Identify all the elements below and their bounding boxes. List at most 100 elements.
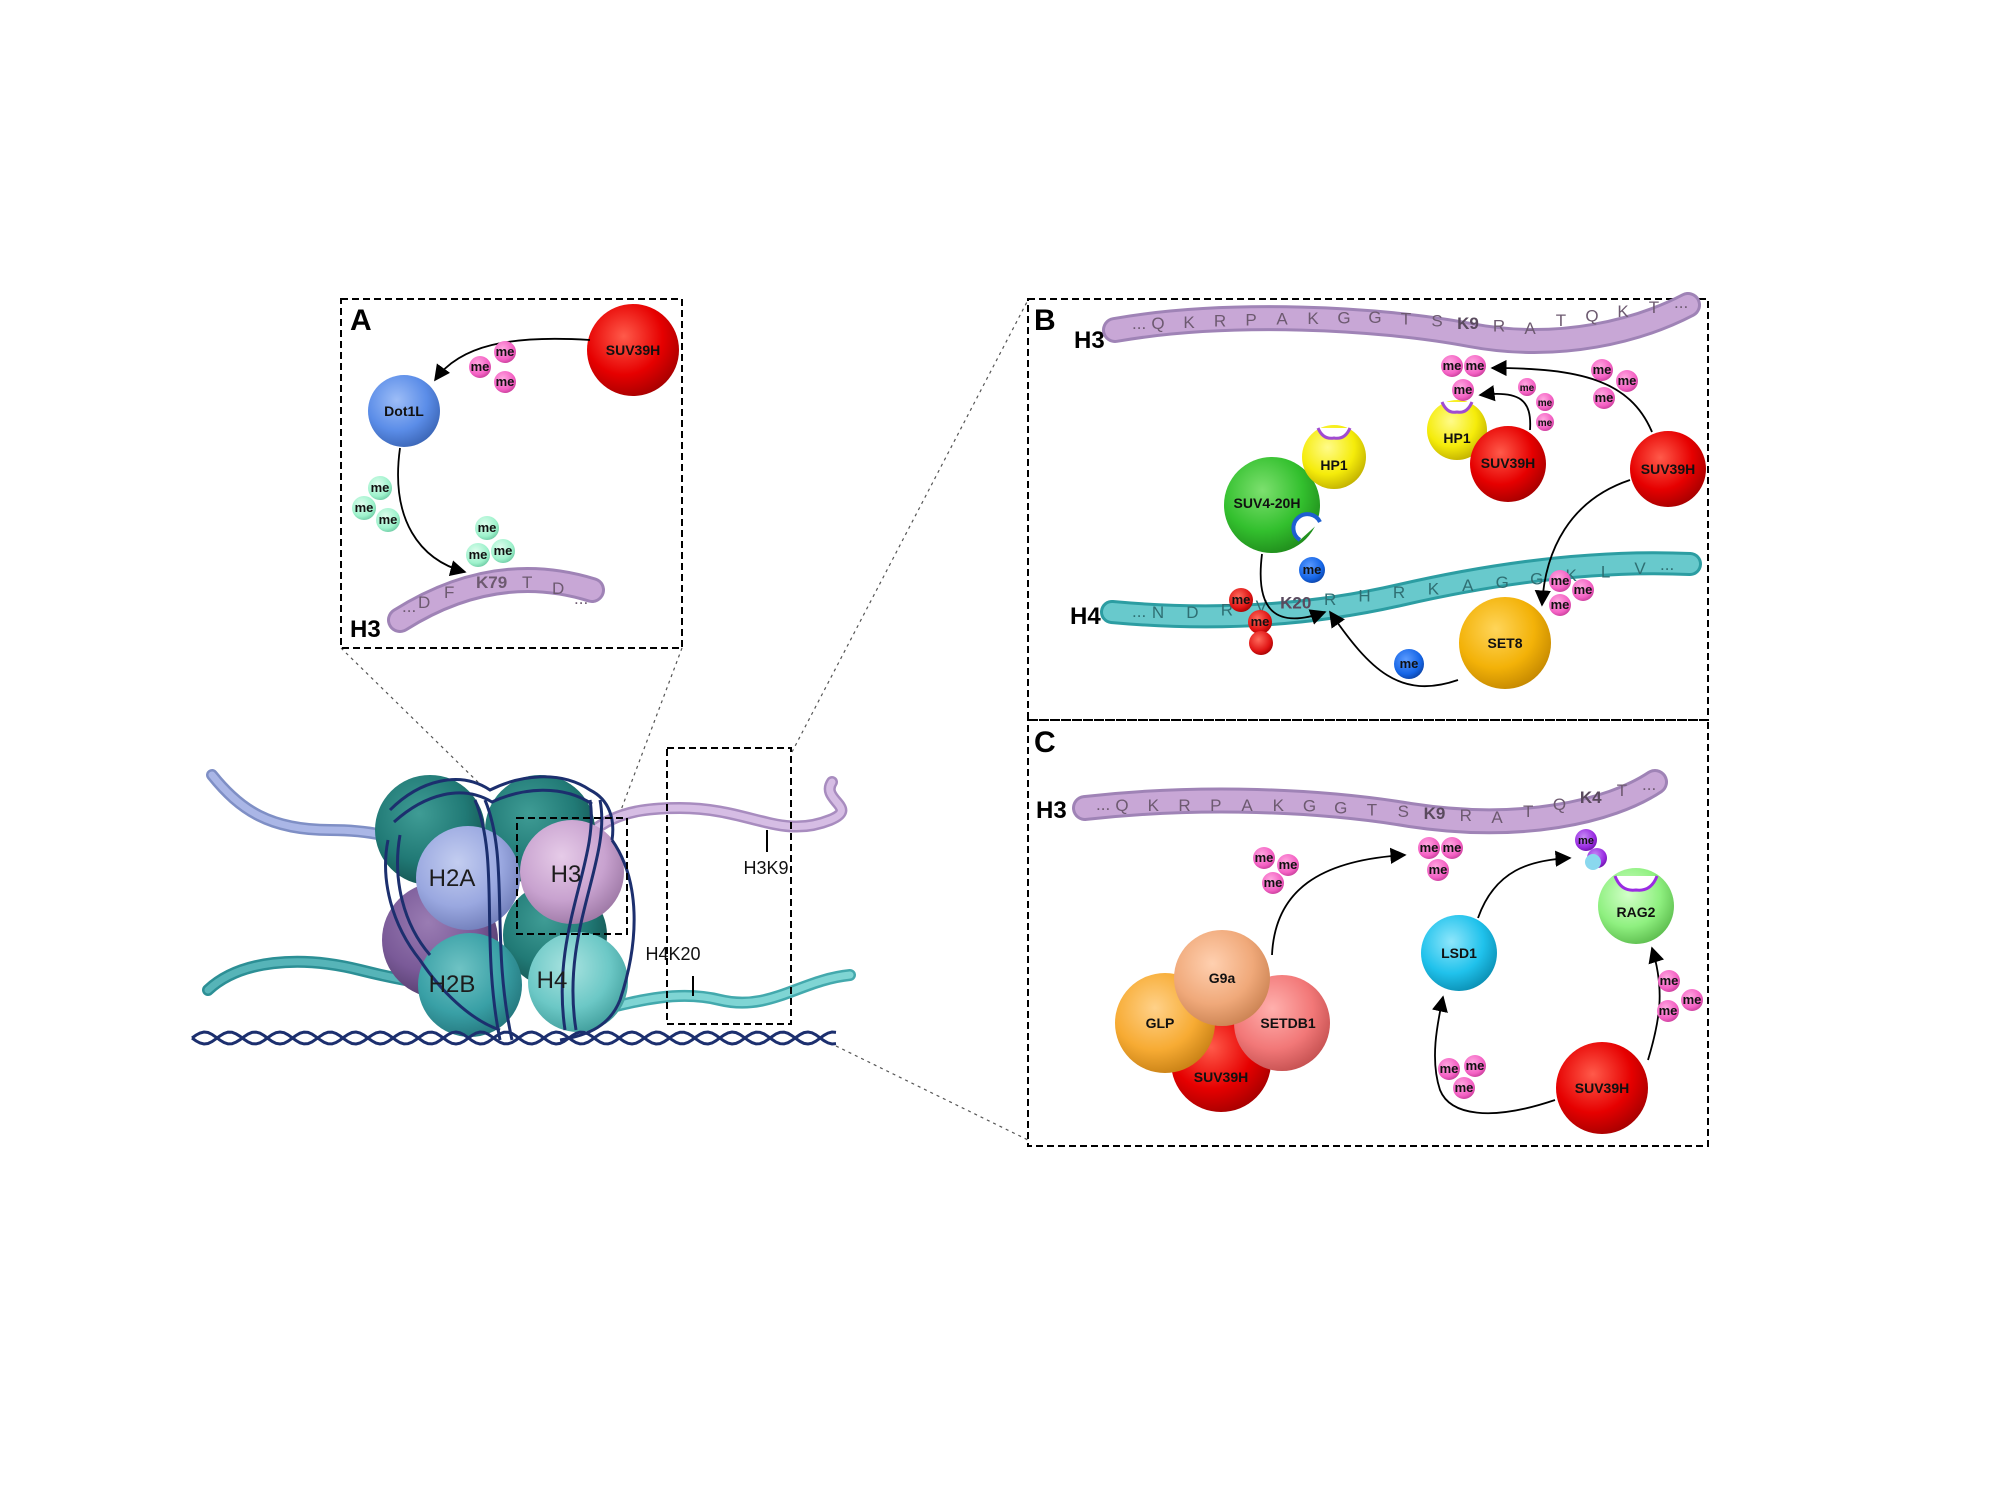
seq-residue: G xyxy=(1530,569,1543,588)
arrow-suv39h-mid-to-k9 xyxy=(1478,385,1532,431)
svg-text:me: me xyxy=(1551,573,1570,588)
svg-text:me: me xyxy=(1255,850,1274,865)
panel-b-suv39h-mid-label: SUV39H xyxy=(1481,455,1535,471)
panel-c-h3-label: H3 xyxy=(1036,797,1067,824)
seq-residue: Q xyxy=(1553,795,1566,814)
seq-residue: P xyxy=(1245,311,1256,330)
seq-residue: K xyxy=(1273,796,1285,815)
panel-a-dot1l xyxy=(368,375,440,447)
panel-a-seq: ... D F K79 T D ... xyxy=(402,573,588,616)
me-cluster-red-k20: me me xyxy=(1229,588,1273,655)
seq-residue: K4 xyxy=(1580,788,1602,807)
svg-text:me: me xyxy=(1303,562,1322,577)
svg-text:me: me xyxy=(1593,362,1612,377)
panel-b-set8 xyxy=(1459,597,1551,689)
seq-residue: K20 xyxy=(1280,593,1311,612)
svg-text:me: me xyxy=(469,547,488,562)
arrow-suv39h-to-dot1l xyxy=(434,337,591,382)
svg-text:me: me xyxy=(1420,840,1439,855)
seq-residue: D xyxy=(1186,603,1198,622)
seq-residue: R xyxy=(1393,583,1405,602)
svg-text:me: me xyxy=(1595,390,1614,405)
label-h2a: H2A xyxy=(429,865,476,892)
seq-residue: R xyxy=(1221,600,1233,619)
nucleosome: H2A H3 H2B H4 H3K9 H4K20 xyxy=(191,747,856,1046)
me-cluster-set8-b: me me me xyxy=(1549,570,1594,616)
panel-b-hp1-left-label: HP1 xyxy=(1320,457,1347,473)
panel-c-setdb1-label: SETDB1 xyxy=(1260,1015,1315,1031)
linker-dna xyxy=(191,1030,837,1046)
panel-c-lsd1-label: LSD1 xyxy=(1441,945,1477,961)
svg-text:me: me xyxy=(494,543,513,558)
seq-residue: G xyxy=(1368,308,1381,327)
panel-c-suv39h-label: SUV39H xyxy=(1575,1080,1629,1096)
hp1-left-pocket xyxy=(1316,427,1352,440)
seq-residue: R xyxy=(1324,590,1336,609)
svg-text:me: me xyxy=(1574,582,1593,597)
seq-ellipsis-left: ... xyxy=(1132,314,1146,333)
me-cluster-green-dot1l: me me me xyxy=(352,476,400,532)
me-cluster-k9-b: me me me xyxy=(1441,355,1486,401)
svg-text:me: me xyxy=(1538,418,1553,429)
me-cluster-pink-a: me me me xyxy=(469,341,516,393)
seq-residue: V xyxy=(1634,559,1646,578)
svg-text:me: me xyxy=(371,480,390,495)
svg-text:me: me xyxy=(1466,1058,1485,1073)
seq-ellipsis-left: ... xyxy=(1132,602,1146,621)
seq-residue: R xyxy=(1214,312,1226,331)
svg-text:me: me xyxy=(1264,875,1283,890)
panel-c-suv39h xyxy=(1556,1042,1648,1134)
seq-residue: R xyxy=(1178,796,1190,815)
svg-text:me: me xyxy=(1538,398,1553,409)
svg-text:me: me xyxy=(1683,992,1702,1007)
label-h4k20: H4K20 xyxy=(645,944,700,964)
seq-residue: T xyxy=(522,573,532,592)
svg-text:me: me xyxy=(1279,857,1298,872)
panel-c-suv39h-complex-label: SUV39H xyxy=(1194,1069,1248,1085)
panel-a-suv39h-label: SUV39H xyxy=(606,342,660,358)
seq-residue: G xyxy=(1496,573,1509,592)
panel-c-letter: C xyxy=(1034,726,1056,759)
panel-c-g9a xyxy=(1174,930,1270,1026)
hp1-right-pocket xyxy=(1440,401,1474,414)
me-cluster-suv39h-c: me me me xyxy=(1438,1055,1486,1099)
seq-ellipsis-left: ... xyxy=(402,597,416,616)
panel-a-frame xyxy=(340,298,683,649)
svg-text:me: me xyxy=(1429,862,1448,877)
panel-c-rag2-label: RAG2 xyxy=(1617,904,1656,920)
panel-a-dot1l-label: Dot1L xyxy=(384,403,424,419)
zoom-box-h3 xyxy=(516,817,628,935)
svg-text:me: me xyxy=(1520,383,1535,394)
seq-ellipsis-right: ... xyxy=(574,589,588,608)
me-cluster-rag2-c: me me me xyxy=(1657,970,1703,1022)
panel-b-h4-label: H4 xyxy=(1070,603,1101,630)
svg-text:me: me xyxy=(1660,973,1679,988)
arrow-suv4-20h-to-k20 xyxy=(1259,553,1327,625)
seq-residue: T xyxy=(1523,802,1533,821)
seq-residue: K xyxy=(1183,313,1195,332)
me-cluster-small-b: me me me xyxy=(1518,378,1554,431)
svg-text:me: me xyxy=(1466,358,1485,373)
svg-text:me: me xyxy=(355,500,374,515)
label-h4: H4 xyxy=(537,967,568,994)
panel-b-suv4-20h-label: SUV4-20H xyxy=(1234,495,1301,511)
arrow-suv39h-right-to-k9 xyxy=(1490,359,1653,433)
histone-h4-sphere xyxy=(528,932,628,1032)
seq-residue: L xyxy=(1601,562,1610,581)
seq-residue: G xyxy=(1303,797,1316,816)
panel-b-suv39h-right-label: SUV39H xyxy=(1641,461,1695,477)
panel-b-set8-label: SET8 xyxy=(1487,635,1522,651)
seq-residue: S xyxy=(1431,312,1442,331)
label-h3: H3 xyxy=(551,861,582,888)
svg-text:me: me xyxy=(1443,840,1462,855)
svg-text:me: me xyxy=(496,344,515,359)
panel-c-g9a-label: G9a xyxy=(1209,970,1236,986)
svg-text:me: me xyxy=(471,359,490,374)
seq-residue: D xyxy=(418,593,430,612)
seq-residue: K xyxy=(1148,796,1160,815)
me-blue-set8: me xyxy=(1394,649,1424,679)
